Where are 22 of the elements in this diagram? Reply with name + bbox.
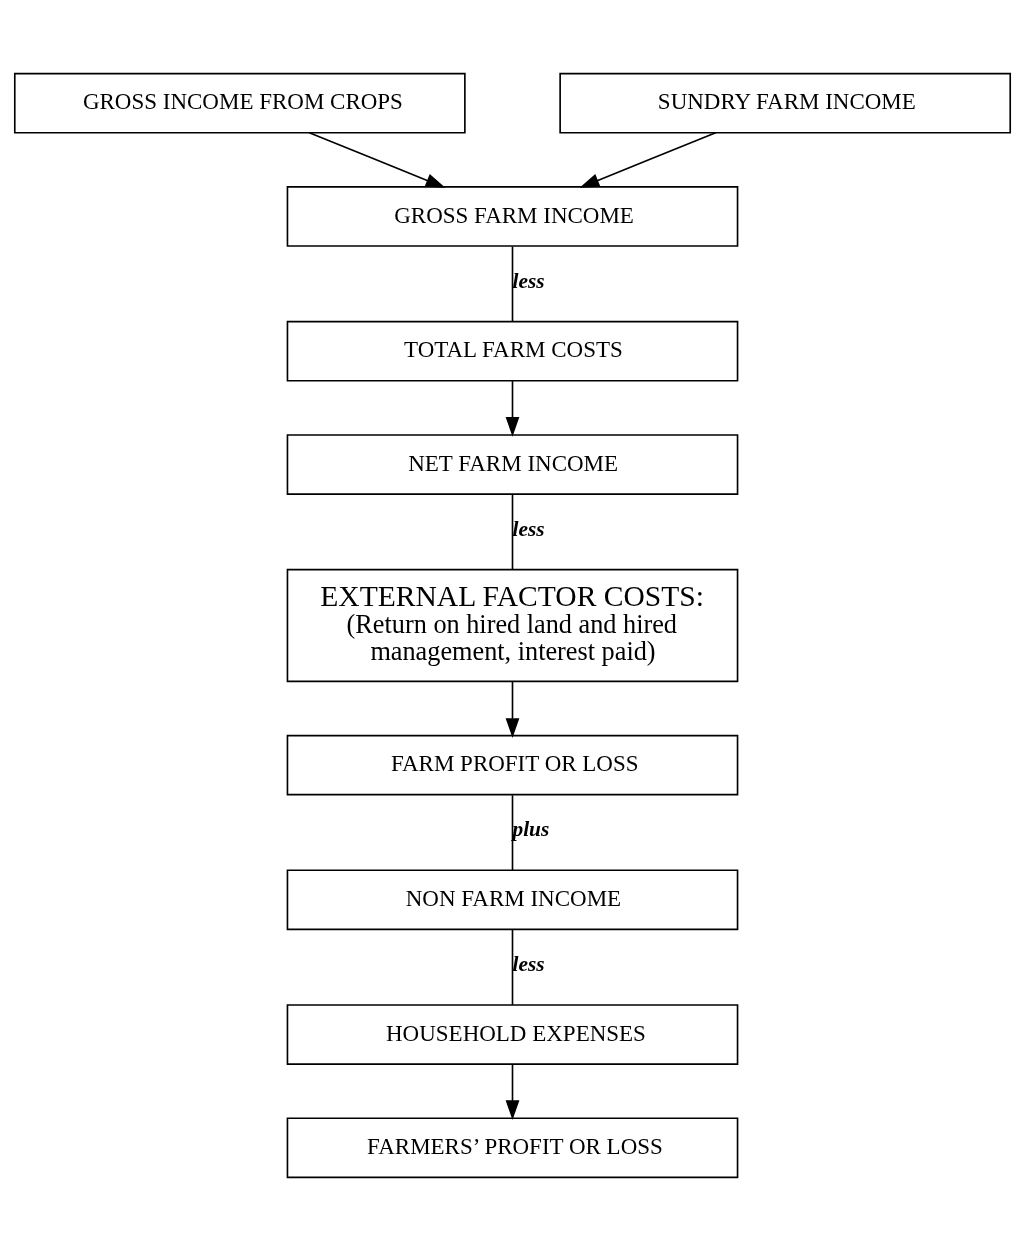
- arrow: [308, 131, 446, 188]
- edge-label: less: [512, 268, 545, 293]
- connector: [511, 793, 514, 871]
- node-box: SUNDRY FARM INCOME: [559, 72, 1012, 134]
- node-box: NON FARM INCOME: [286, 868, 739, 930]
- node-box: GROSS INCOME FROM CROPS: [13, 72, 466, 134]
- node-box: FARM PROFIT OR LOSS: [286, 734, 739, 795]
- arrow: [505, 680, 520, 738]
- edge-label: less: [512, 516, 545, 541]
- node-box: HOUSEHOLD EXPENSES: [286, 1003, 739, 1065]
- node-box: NET FARM INCOME: [286, 433, 739, 495]
- node-box: GROSS FARM INCOME: [286, 185, 739, 247]
- node-box: EXTERNAL FACTOR COSTS: (Return on hired land and hired management, interest paid): [286, 568, 739, 682]
- arrow: [505, 379, 520, 437]
- connector: [511, 928, 514, 1006]
- arrow: [579, 131, 717, 188]
- connector: [511, 245, 514, 322]
- node-box: FARMERS’ PROFIT OR LOSS: [286, 1116, 739, 1178]
- connector: [511, 493, 514, 570]
- arrow: [505, 1063, 520, 1120]
- edge-label: less: [512, 951, 545, 976]
- node-box: TOTAL FARM COSTS: [286, 320, 739, 382]
